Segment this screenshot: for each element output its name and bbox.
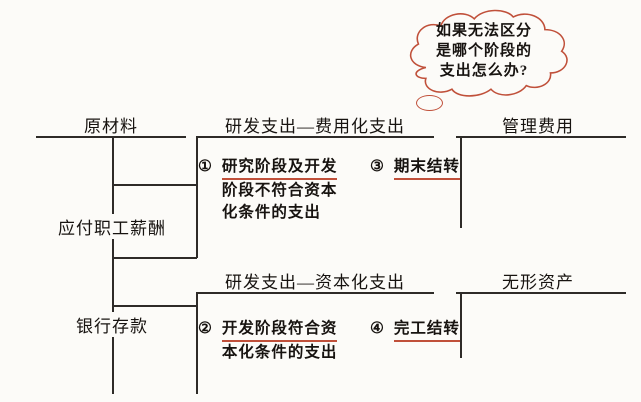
thought-line-1: 如果无法区分 <box>435 23 532 39</box>
annotation-2-line-1: 开发阶段符合资 <box>221 318 338 342</box>
taccount-stem-left-column <box>112 136 114 394</box>
annotation-1-line-3: 化条件的支出 <box>221 204 321 221</box>
annotation-1-line-2: 阶段不符合资本 <box>221 182 338 199</box>
thought-bubble: 如果无法区分 是哪个阶段的 支出怎么办? <box>398 8 570 100</box>
thought-bubble-text: 如果无法区分 是哪个阶段的 支出怎么办? <box>398 21 570 81</box>
taccount-stem-rd-expensed <box>196 136 198 258</box>
annotation-2: ② 开发阶段符合资 本化条件的支出 <box>198 318 338 364</box>
taccount-stem-admin-expense <box>460 136 462 228</box>
annotation-3-number: ③ <box>370 158 385 175</box>
annotation-4-number: ④ <box>370 320 385 337</box>
annotation-3: ③ 期末结转 <box>370 156 460 180</box>
taccount-topline-admin-expense <box>456 136 626 138</box>
thought-cloud-outline <box>409 9 568 97</box>
taccount-topline-intangible-assets <box>456 292 626 294</box>
account-title-rd-capitalized: 研发支出—资本化支出 <box>225 273 405 292</box>
account-title-intangible-assets: 无形资产 <box>502 273 574 292</box>
account-title-raw-materials: 原材料 <box>84 117 138 136</box>
annotation-4: ④ 完工结转 <box>370 318 460 342</box>
annotation-1-line-1: 研究阶段及开发 <box>221 156 338 180</box>
account-title-rd-expensed: 研发支出—费用化支出 <box>225 117 405 136</box>
connector-bank-to-rd <box>112 305 197 307</box>
thought-line-3: 支出怎么办? <box>439 63 529 79</box>
annotation-3-text: 期末结转 <box>393 156 460 180</box>
connector-raw-materials-to-rd <box>112 184 197 186</box>
annotation-2-number: ② <box>198 320 213 337</box>
annotation-1: ① 研究阶段及开发 阶段不符合资本 化条件的支出 <box>198 156 338 224</box>
taccount-stem-intangible-assets <box>460 292 462 358</box>
thought-bubble-tail-ellipse <box>416 95 443 111</box>
account-title-bank-deposits: 银行存款 <box>71 312 153 337</box>
taccount-topline-rd-capitalized <box>196 292 434 294</box>
annotation-4-text: 完工结转 <box>393 318 460 342</box>
account-title-payroll-payable: 应付职工薪酬 <box>53 214 171 239</box>
taccount-stem-rd-capitalized <box>196 292 198 394</box>
connector-payroll-to-rd <box>112 257 197 259</box>
account-title-admin-expense: 管理费用 <box>502 117 574 136</box>
annotation-2-line-2: 本化条件的支出 <box>221 344 338 361</box>
taccount-topline-raw-materials <box>36 136 186 138</box>
taccount-topline-rd-expensed <box>196 136 434 138</box>
annotation-1-number: ① <box>198 158 213 175</box>
thought-line-2: 是哪个阶段的 <box>435 43 532 59</box>
